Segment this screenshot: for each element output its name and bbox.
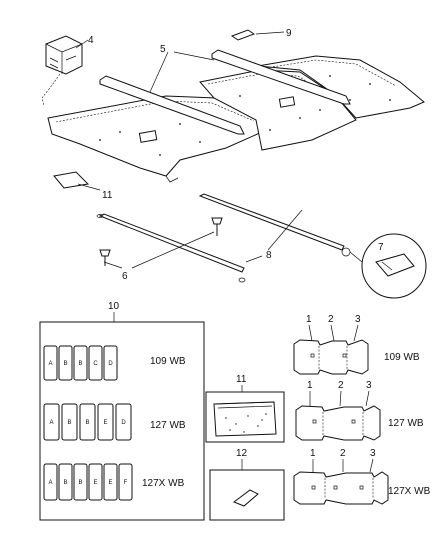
headliner-set-109: 1 2 3 109 WB bbox=[293, 314, 420, 375]
callout-9: 9 bbox=[286, 28, 292, 39]
kit-panel-segment bbox=[88, 463, 103, 501]
leader-lines-top bbox=[75, 31, 303, 269]
set-127x-label: 127X WB bbox=[388, 486, 431, 497]
clip-part-9 bbox=[230, 29, 256, 41]
set-127-label: 127 WB bbox=[388, 418, 424, 429]
headliner-set-127x: 1 2 3 127X WB bbox=[293, 448, 431, 505]
callout-7: 7 bbox=[378, 242, 384, 253]
kit-panel-letter: A bbox=[48, 361, 52, 367]
kit-panel-segment bbox=[43, 345, 58, 381]
kit-panel-letter: A bbox=[49, 420, 53, 426]
kit-panel-segment bbox=[73, 345, 88, 381]
pad-part-11 bbox=[53, 171, 90, 189]
kit-label-127x: 127X WB bbox=[142, 478, 185, 489]
headliner-set-127: 1 2 3 127 WB bbox=[295, 380, 424, 441]
callout-11-top: 11 bbox=[102, 190, 113, 201]
screws-part-6 bbox=[99, 217, 223, 266]
kit-panel-letter: F bbox=[124, 480, 128, 486]
kit-panel-letter: D bbox=[121, 420, 126, 426]
callout-4: 4 bbox=[88, 35, 94, 46]
callout-11-box: 11 bbox=[236, 374, 247, 385]
kit-panel-segment bbox=[103, 463, 118, 501]
kit-panel-segment bbox=[58, 463, 73, 501]
kit-panel-letter: B bbox=[78, 361, 82, 367]
kit-panel-segment bbox=[97, 403, 114, 441]
callout-6: 6 bbox=[122, 271, 128, 282]
kit-label-127: 127 WB bbox=[150, 420, 186, 431]
part-box-11: 11 bbox=[205, 374, 285, 443]
detail-circle-part-7 bbox=[341, 233, 427, 299]
callout-12: 12 bbox=[236, 448, 248, 459]
kit-panel-segment bbox=[58, 345, 73, 381]
kit-panel-segment bbox=[61, 403, 78, 441]
set-109-num-3: 3 bbox=[355, 314, 361, 325]
kit-panel-segment bbox=[43, 403, 60, 441]
kit-panel-letter: B bbox=[63, 480, 67, 486]
dome-lamp-bracket bbox=[41, 35, 83, 107]
callout-10: 10 bbox=[108, 301, 120, 312]
retainer-strips-upper bbox=[99, 49, 351, 135]
headliner-assembly: 4 5 9 11 6 8 7 bbox=[41, 28, 427, 299]
kit-panel-segment bbox=[43, 463, 58, 501]
kit-panel-segment bbox=[115, 403, 132, 441]
kit-panel-letter: E bbox=[108, 480, 112, 486]
kit-panel-letter: B bbox=[78, 480, 82, 486]
callout-8: 8 bbox=[266, 250, 272, 261]
retainer-strips-lower bbox=[96, 193, 345, 283]
kit-box-10: 10 A B B C D 109 WB A B B E D 127 WB A B B E E F 127X… bbox=[39, 301, 205, 521]
set-127x-num-1: 1 bbox=[310, 448, 316, 459]
set-127-num-3: 3 bbox=[366, 380, 372, 391]
set-109-num-1: 1 bbox=[306, 314, 312, 325]
kit-panel-segment bbox=[73, 463, 88, 501]
kit-panel-segment bbox=[79, 403, 96, 441]
set-127-num-1: 1 bbox=[307, 380, 313, 391]
kit-panel-letter: D bbox=[108, 361, 113, 367]
set-109-num-2: 2 bbox=[328, 314, 334, 325]
kit-panel-segment bbox=[103, 345, 118, 381]
kit-panel-letter: B bbox=[85, 420, 89, 426]
set-109-label: 109 WB bbox=[384, 352, 420, 363]
kit-panel-letter: E bbox=[103, 420, 107, 426]
kit-panel-letter: B bbox=[63, 361, 67, 367]
set-127x-num-3: 3 bbox=[370, 448, 376, 459]
callout-5: 5 bbox=[160, 44, 166, 55]
kit-panel-segment bbox=[88, 345, 103, 381]
kit-panel-segment bbox=[118, 463, 133, 501]
set-127x-num-2: 2 bbox=[340, 448, 346, 459]
kit-panel-letter: B bbox=[67, 420, 71, 426]
part-box-12: 12 bbox=[209, 448, 285, 521]
kit-panel-letter: A bbox=[48, 480, 52, 486]
headliner-panel-rear bbox=[257, 55, 425, 119]
kit-panel-letter: C bbox=[93, 361, 98, 367]
kit-label-109: 109 WB bbox=[150, 356, 186, 367]
kit-panel-letter: E bbox=[93, 480, 97, 486]
set-127-num-2: 2 bbox=[338, 380, 344, 391]
headliner-panel-left bbox=[47, 95, 263, 183]
